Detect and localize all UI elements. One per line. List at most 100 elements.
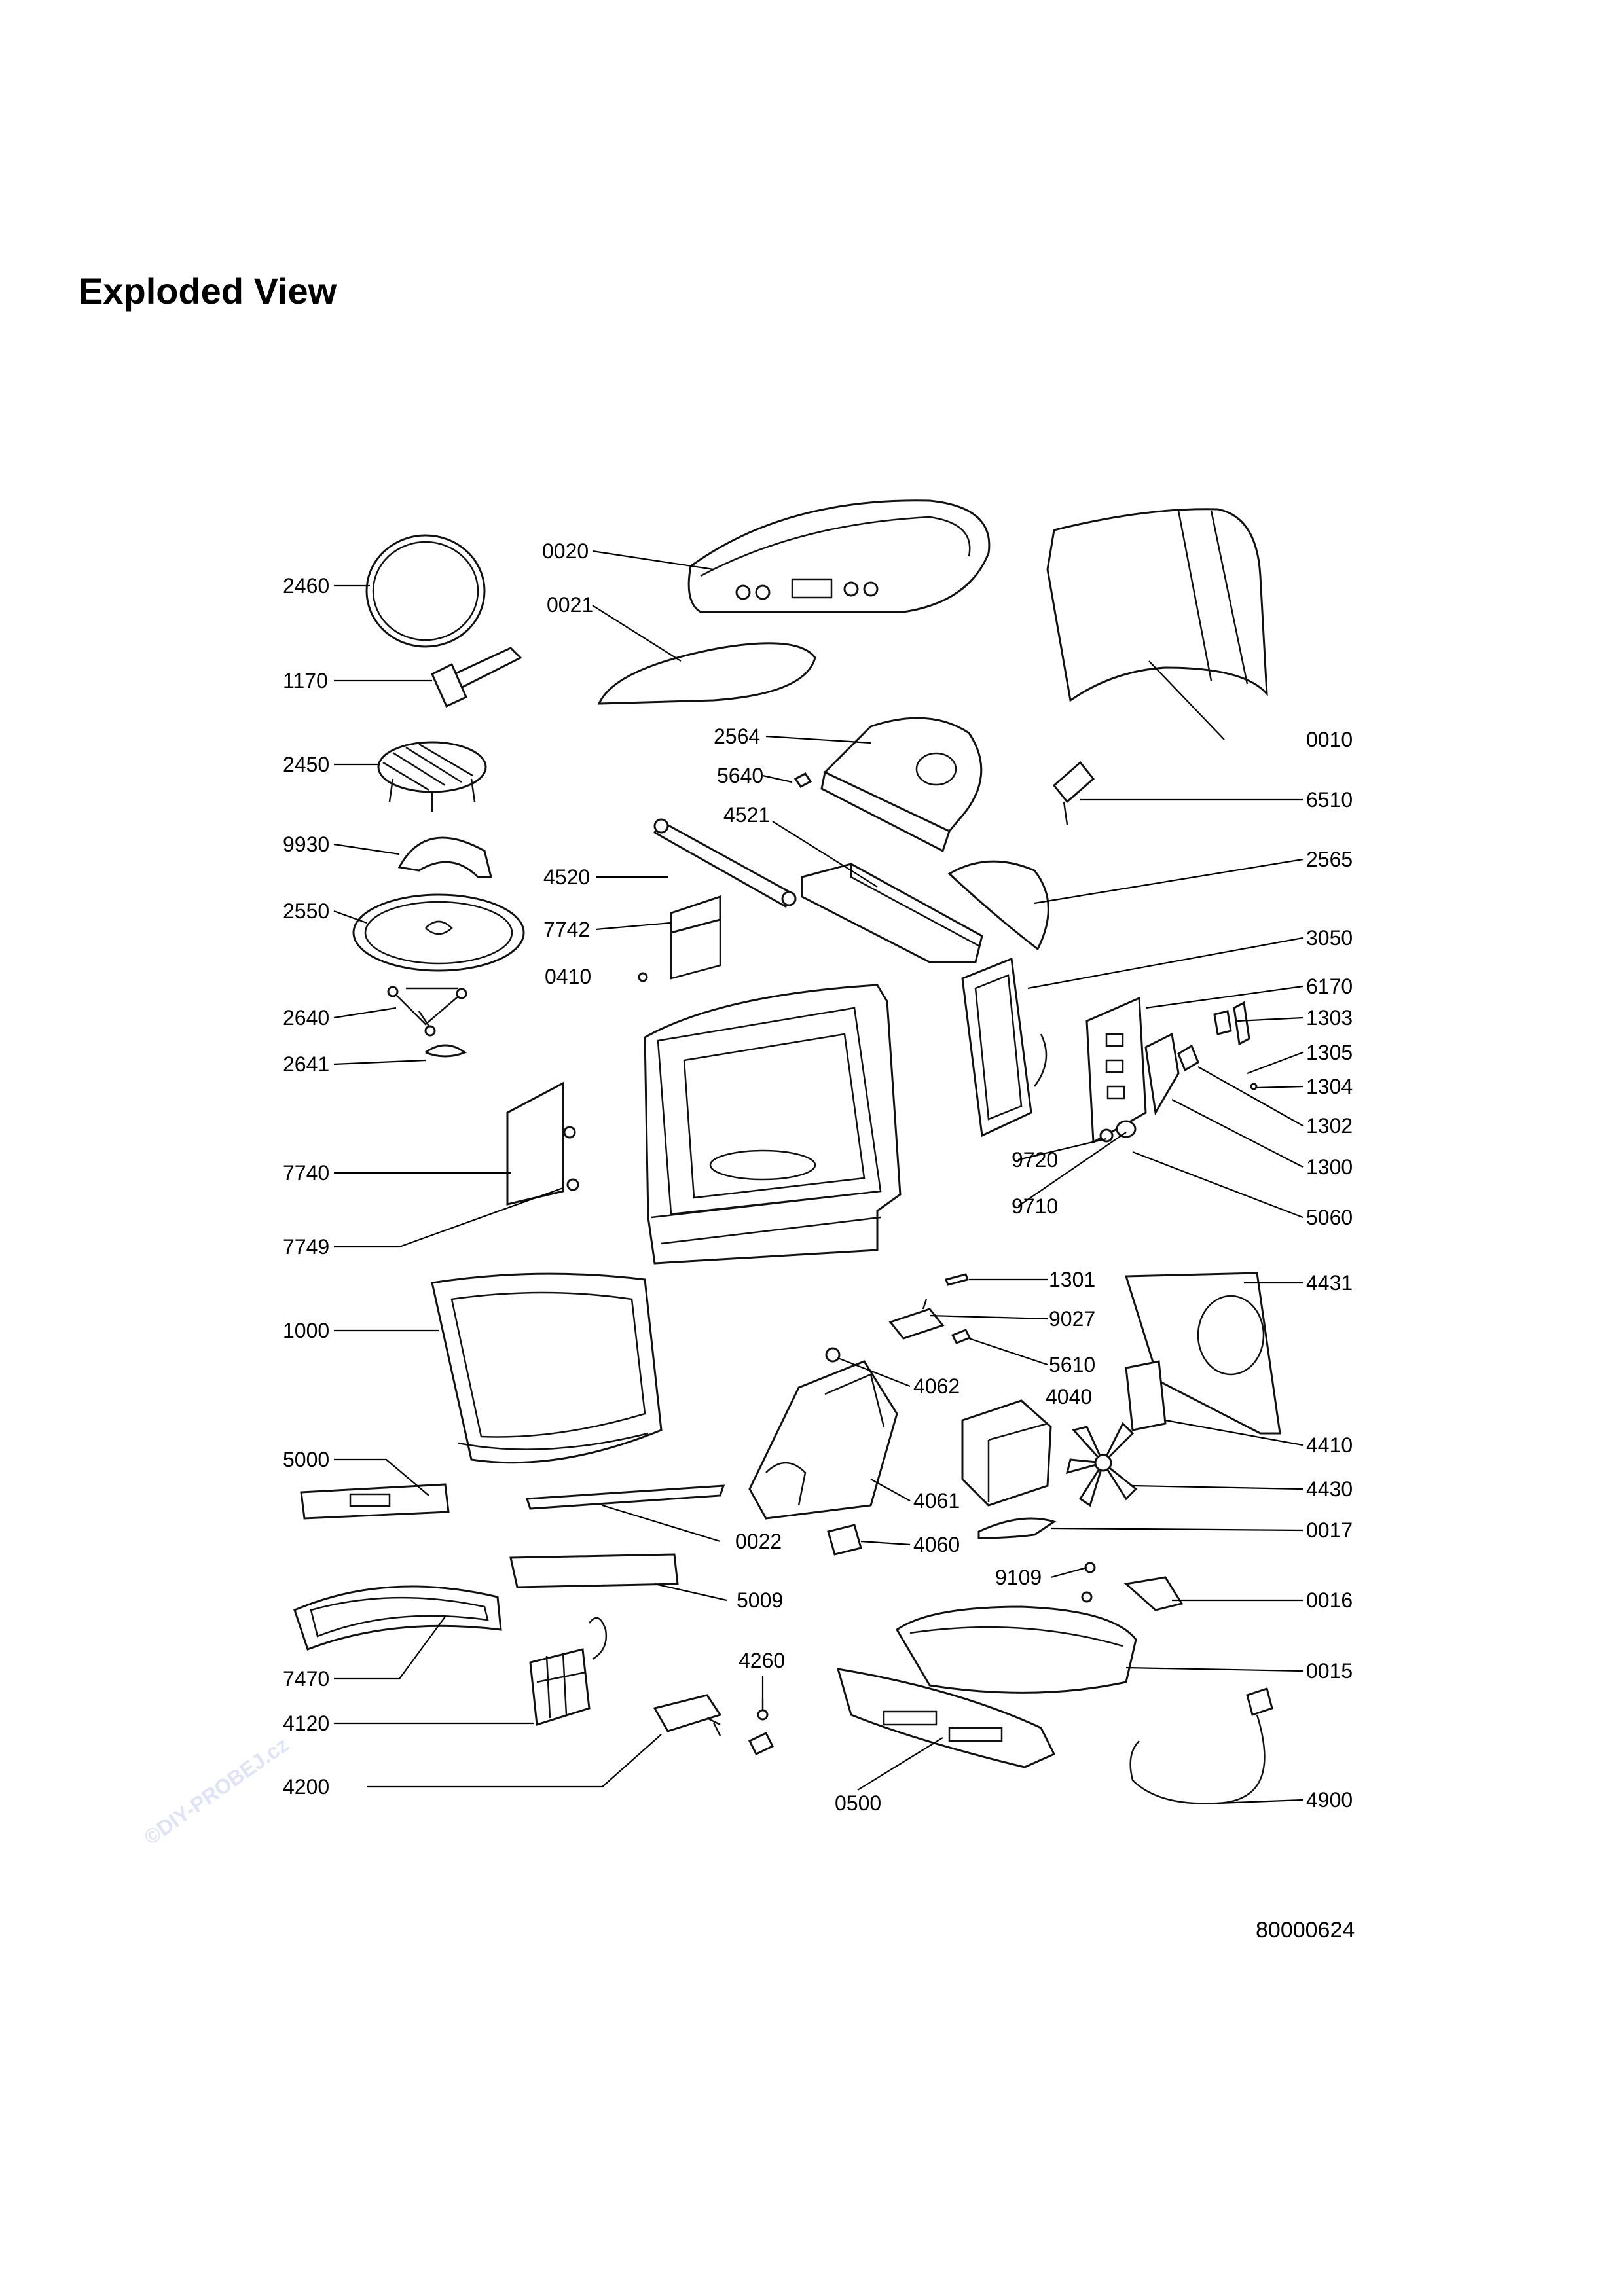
part-4060-motor [827,1524,862,1556]
part-4430-fan-blade [1065,1422,1138,1507]
part-cavity [644,984,902,1265]
part-label: 5060 [1306,1206,1353,1229]
part-2564-duct [820,717,983,853]
part-label: 4900 [1306,1788,1353,1812]
part-label: 0020 [542,539,589,563]
part-label: 4431 [1306,1271,1353,1295]
part-0410-screw [638,972,648,982]
part-0022-trim-strip [525,1484,725,1510]
part-label: 1305 [1306,1041,1353,1064]
part-label: 4260 [739,1649,785,1672]
part-1301-switch [945,1273,969,1286]
part-label: 0017 [1306,1518,1353,1542]
part-4260-fuse-holder [748,1698,775,1755]
part-label: 1300 [1306,1155,1353,1179]
part-4200-capacitor [653,1694,722,1736]
part-label: 4521 [723,803,770,827]
part-7470-door-frame [293,1585,502,1651]
part-2641-coupler [425,1044,467,1058]
part-label: 1301 [1049,1268,1095,1291]
part-4520-heater [653,818,797,908]
part-6510-lamp [1052,761,1095,825]
part-0015-base [896,1605,1137,1694]
part-0500-front-base [836,1668,1056,1768]
part-label: 7742 [543,918,590,941]
part-2450-grill-rack [377,741,487,812]
part-4521-heater-cover [801,863,983,963]
part-0017-rail [977,1517,1057,1539]
part-1170-roller [431,647,522,708]
part-label: 2450 [283,753,329,776]
part-0010-outer-case [1046,508,1268,702]
part-label: 0010 [1306,728,1353,751]
part-label: 9109 [995,1566,1042,1589]
part-4040-transformer [961,1399,1052,1507]
watermark: ©DIY-PROBEJ.cz [139,1732,293,1850]
part-0016-foot [1123,1576,1184,1611]
part-label: 2640 [283,1006,329,1030]
page-title: Exploded View [79,270,337,312]
part-label: 0016 [1306,1588,1353,1612]
part-label: 4430 [1306,1477,1353,1501]
part-7742-bracket [670,895,721,980]
part-9109-screws [1081,1562,1096,1603]
part-label: 0410 [545,965,591,988]
part-2640-roller-ring [387,986,467,1037]
part-4900-power-cord [1129,1687,1273,1804]
leader-lines [333,550,1304,1804]
part-9930-handle [397,836,492,878]
part-2550-turntable [352,893,525,972]
part-1300-switch-holder [1144,1032,1180,1116]
part-label: 4062 [913,1374,960,1398]
part-label: 4520 [543,865,590,889]
part-label: 4040 [1046,1385,1092,1408]
part-label: 6510 [1306,788,1353,812]
part-label: 4410 [1306,1433,1353,1457]
part-1000-door [431,1272,663,1464]
part-7740-plate [506,1081,579,1206]
part-label: 5610 [1049,1353,1095,1376]
part-label: 1304 [1306,1075,1353,1098]
part-0020-top-panel [687,499,991,613]
part-3050-control-bracket [961,957,1048,1138]
part-6170-pcb [1085,996,1147,1144]
part-4062-nut [825,1347,841,1363]
part-label: 9930 [283,833,329,856]
part-5000-control-panel [300,1483,450,1520]
part-label: 9720 [1012,1148,1058,1172]
part-label: 6170 [1306,975,1353,998]
part-label: 2565 [1306,848,1353,871]
part-label: 5009 [737,1588,783,1612]
part-label: 2641 [283,1052,329,1076]
part-label: 2564 [714,725,760,748]
part-label: 1000 [283,1319,329,1342]
part-label: 5000 [283,1448,329,1471]
part-4410-fan-motor [1125,1360,1167,1431]
part-label: 5640 [717,764,763,787]
part-label: 3050 [1306,926,1353,950]
part-label: 0021 [547,593,593,617]
part-1302-1305-switches [1177,1001,1258,1090]
part-label: 4061 [913,1489,960,1513]
part-0021-top-insert [597,642,816,705]
part-label: 2550 [283,899,329,923]
part-label: 1170 [283,669,328,692]
part-labels: 2460 1170 2450 9930 2550 2640 2641 7740 … [283,539,1353,1815]
part-label: 9027 [1049,1307,1095,1331]
part-label: 4120 [283,1712,329,1735]
part-label: 7470 [283,1667,329,1691]
watermark-text: ©DIY-PROBEJ.cz [139,1732,293,1850]
part-label: 0015 [1306,1659,1353,1683]
part-4120-transformer [529,1617,608,1726]
part-label: 4060 [913,1533,960,1556]
part-9720-9710-grommets [1099,1120,1137,1143]
part-label: 7749 [283,1235,329,1259]
part-label: 7740 [283,1161,329,1185]
part-2565-cover [947,860,1049,951]
part-5009-strip [509,1553,679,1588]
part-2460-ring [365,534,486,648]
part-5610-sensor [951,1329,972,1344]
part-label: 0500 [835,1791,881,1815]
part-label: 0022 [735,1530,782,1553]
